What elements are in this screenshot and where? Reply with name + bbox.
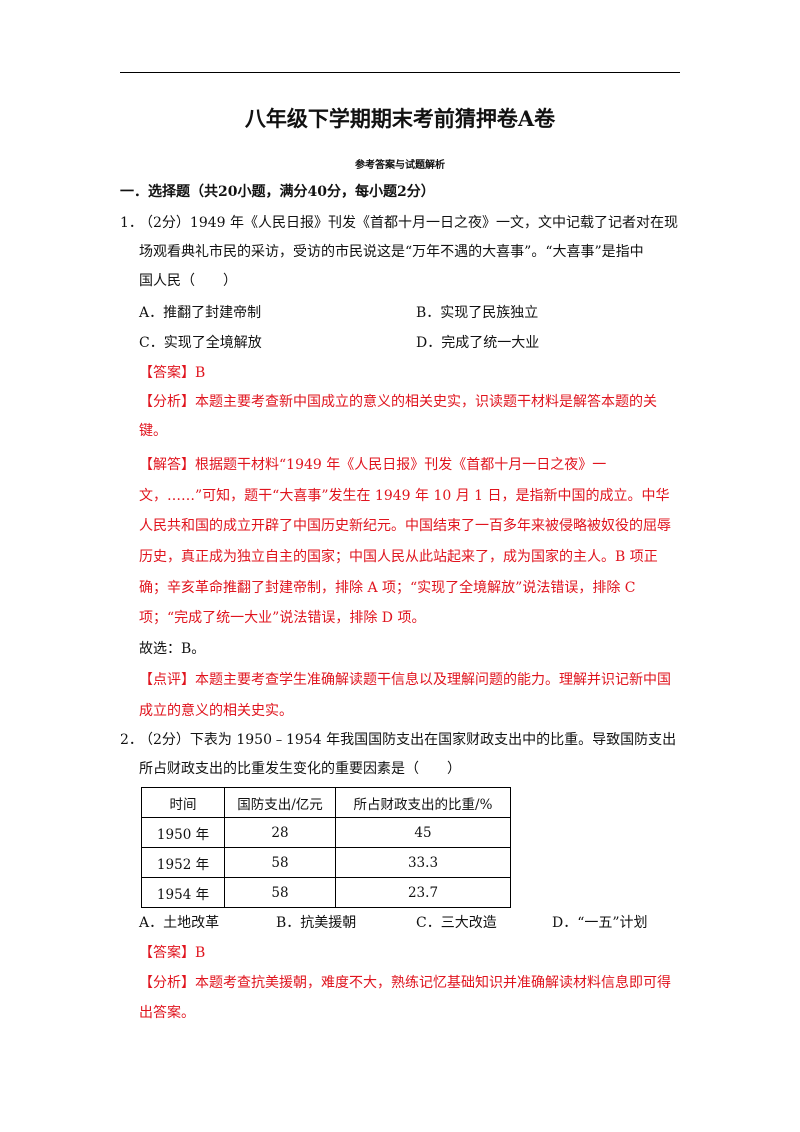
table-header-cell: 时间 [141,787,225,818]
question-stem-line: 国人民（ ） [139,273,237,289]
comment-line: 【点评】本题主要考查学生准确解读题干信息以及理解问题的能力。理解并识记新中国 [139,672,671,688]
option-b: B．实现了民族独立 [416,305,539,321]
answer-label: 【答案】B [139,365,206,381]
table-header-row: 时间 国防支出/亿元 所占财政支出的比重/% [141,787,511,818]
table-cell: 58 [224,847,336,878]
option-b: B．抗美援朝 [276,915,357,931]
solution-line: 确；辛亥革命推翻了封建帝制，排除 A 项；“实现了全境解放”说法错误，排除 C [139,580,636,596]
analysis-line: 键。 [139,423,167,439]
option-d: D．完成了统一大业 [416,335,540,351]
table-row: 1954 年 58 23.7 [141,877,511,908]
option-a: A．土地改革 [139,915,220,931]
question-number: 2． [120,732,143,748]
analysis-line: 出答案。 [139,1005,195,1021]
option-a: A．推翻了封建帝制 [139,305,262,321]
question-stem-line: （2分）1949 年《人民日报》刊发《首都十月一日之夜》一文，文中记载了记者对在… [139,215,678,231]
page-title: 八年级下学期期末考前猜押卷A卷 [244,106,556,131]
analysis-line: 【分析】本题主要考查新中国成立的意义的相关史实，识读题干材料是解答本题的关 [139,394,657,410]
comment-line: 成立的意义的相关史实。 [139,703,293,719]
question-number: 1． [120,215,143,231]
table-cell: 23.7 [335,877,511,908]
solution-line: 项；“完成了统一大业”说法错误，排除 D 项。 [139,610,426,626]
solution-line: 历史，真正成为独立自主的国家；中国人民从此站起来了，成为国家的主人。B 项正 [139,549,658,565]
solution-line: 人民共和国的成立开辟了中国历史新纪元。中国结束了一百多年来被侵略被奴役的屈辱 [139,518,671,534]
data-table: 时间 国防支出/亿元 所占财政支出的比重/% 1950 年 28 45 1952… [141,787,511,908]
choice-line: 故选：B。 [139,641,206,657]
option-c: C．实现了全境解放 [139,335,262,351]
table-cell: 1952 年 [141,847,225,878]
option-d: D．“一五”计划 [552,915,648,931]
table-cell: 1950 年 [141,817,225,848]
solution-line: 文，……”可知，题干“大喜事”发生在 1949 年 10 月 1 日，是指新中国… [139,488,670,504]
option-c: C．三大改造 [416,915,497,931]
question-stem-line: 所占财政支出的比重发生变化的重要因素是（ ） [139,761,461,777]
table-cell: 45 [335,817,511,848]
table-cell: 28 [224,817,336,848]
solution-line: 【解答】根据题干材料“1949 年《人民日报》刊发《首都十月一日之夜》一 [139,457,607,473]
header-rule [120,72,680,73]
section-heading: 一．选择题（共20小题，满分40分，每小题2分） [120,184,435,200]
answer-label: 【答案】B [139,945,206,961]
page-subtitle: 参考答案与试题解析 [355,160,445,171]
analysis-line: 【分析】本题考查抗美援朝，难度不大，熟练记忆基础知识并准确解读材料信息即可得 [139,975,671,991]
table-header-cell: 所占财政支出的比重/% [335,787,511,818]
question-stem-line: （2分）下表为 1950﹣1954 年我国国防支出在国家财政支出中的比重。导致国… [139,732,677,748]
table-row: 1950 年 28 45 [141,817,511,848]
question-stem-line: 场观看典礼市民的采访，受访的市民说这是“万年不遇的大喜事”。“大喜事”是指中 [139,244,644,260]
table-cell: 1954 年 [141,877,225,908]
table-row: 1952 年 58 33.3 [141,847,511,878]
table-cell: 33.3 [335,847,511,878]
table-header-cell: 国防支出/亿元 [224,787,336,818]
table-cell: 58 [224,877,336,908]
